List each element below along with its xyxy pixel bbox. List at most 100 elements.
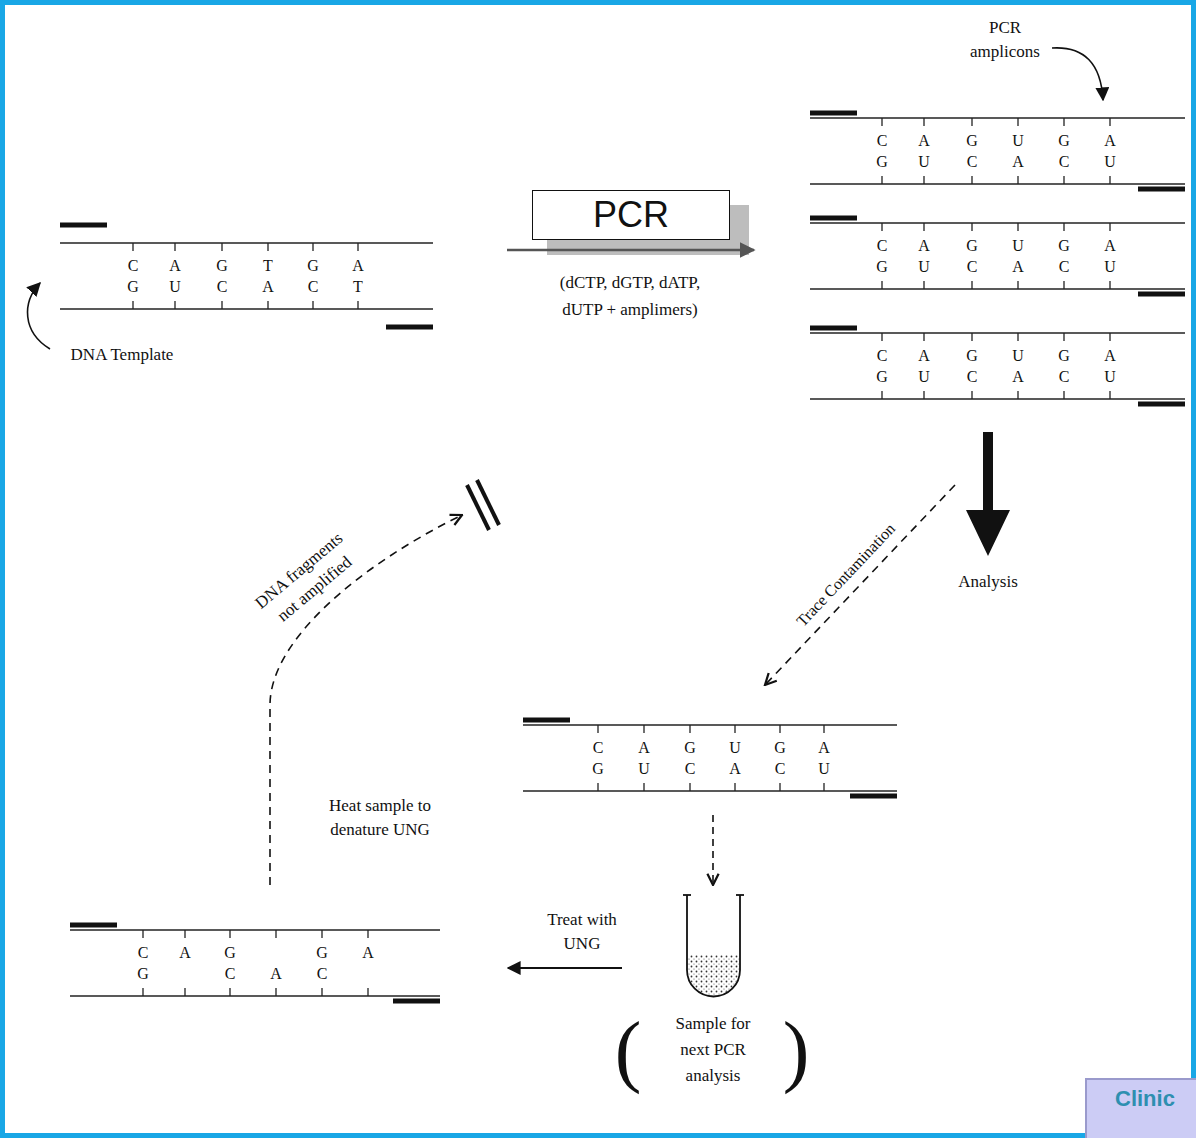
block-bar <box>477 480 499 525</box>
base-tick <box>312 301 313 309</box>
dna-strand <box>810 332 1185 334</box>
base-letter: G <box>774 736 786 760</box>
base-tick <box>221 243 222 251</box>
base-tick <box>1063 281 1064 289</box>
base-tick <box>1017 333 1018 341</box>
base-letter: G <box>1058 344 1070 368</box>
base-tick <box>923 176 924 184</box>
primer-bar <box>1138 402 1185 407</box>
base-letter: U <box>918 150 930 174</box>
base-tick <box>132 301 133 309</box>
dna-duplex <box>523 718 897 799</box>
base-tick <box>1109 333 1110 341</box>
base-letter: C <box>775 757 786 781</box>
base-letter: A <box>918 344 930 368</box>
base-letter: C <box>308 275 319 299</box>
dna-duplex <box>60 223 433 330</box>
base-letter: A <box>918 129 930 153</box>
base-tick <box>357 301 358 309</box>
dna-duplex <box>70 923 440 1004</box>
base-letter: C <box>967 365 978 389</box>
base-letter: C <box>967 255 978 279</box>
process-arrow <box>507 249 754 252</box>
primer-bar <box>60 223 107 228</box>
base-tick <box>689 725 690 733</box>
analysis-arrow <box>966 432 1010 556</box>
step-label: Heat sample to denature UNG <box>310 794 450 842</box>
result-label: DNA fragments not amplified <box>246 523 369 637</box>
tube-rim <box>683 894 691 896</box>
primer-bar <box>70 923 117 928</box>
base-letter: A <box>262 275 274 299</box>
base-letter: U <box>638 757 650 781</box>
primer-bar <box>1138 292 1185 297</box>
base-tick <box>643 725 644 733</box>
base-tick <box>1017 118 1018 126</box>
base-tick <box>1017 223 1018 231</box>
base-tick <box>229 930 230 938</box>
base-letter: C <box>225 962 236 986</box>
primer-bar <box>810 216 857 221</box>
primer-bar <box>850 794 897 799</box>
base-letter: G <box>127 275 139 299</box>
dna-strand <box>70 929 440 931</box>
primer-bar <box>523 718 570 723</box>
base-tick <box>779 725 780 733</box>
base-tick <box>132 243 133 251</box>
base-tick <box>321 930 322 938</box>
base-tick <box>923 223 924 231</box>
base-letter: G <box>876 255 888 279</box>
dna-strand <box>810 117 1185 119</box>
base-letter: C <box>877 129 888 153</box>
base-letter: G <box>966 344 978 368</box>
base-letter: A <box>179 941 191 965</box>
base-letter: C <box>593 736 604 760</box>
base-letter: A <box>1104 234 1116 258</box>
primer-bar <box>393 999 440 1004</box>
base-letter: C <box>967 150 978 174</box>
base-tick <box>367 930 368 938</box>
caption-label: DNA Template <box>71 343 174 367</box>
primer-bar <box>386 325 433 330</box>
base-tick <box>184 930 185 938</box>
base-tick <box>174 243 175 251</box>
base-tick <box>881 176 882 184</box>
base-letter: C <box>128 254 139 278</box>
base-tick <box>267 243 268 251</box>
dna-strand <box>60 308 433 310</box>
dashed-arrow <box>270 515 462 885</box>
base-tick <box>881 333 882 341</box>
base-letter: G <box>966 234 978 258</box>
base-tick <box>923 391 924 399</box>
base-tick <box>267 301 268 309</box>
step-label: Analysis <box>958 570 1018 594</box>
dashed-arrow <box>712 815 714 885</box>
base-letter: C <box>1059 255 1070 279</box>
base-letter: C <box>138 941 149 965</box>
base-tick <box>971 281 972 289</box>
base-tick <box>689 783 690 791</box>
dna-strand <box>810 398 1185 400</box>
pointer-arrow <box>28 283 50 349</box>
base-letter: U <box>918 365 930 389</box>
base-letter: A <box>362 941 374 965</box>
base-letter: A <box>638 736 650 760</box>
process-box: PCR <box>532 190 730 240</box>
base-letter: A <box>1104 129 1116 153</box>
base-letter: A <box>1104 344 1116 368</box>
base-tick <box>923 281 924 289</box>
base-tick <box>174 301 175 309</box>
base-tick <box>275 988 276 996</box>
base-letter: G <box>592 757 604 781</box>
base-tick <box>1109 281 1110 289</box>
box-shadow <box>547 205 749 255</box>
base-tick <box>229 988 230 996</box>
base-tick <box>1109 176 1110 184</box>
step-label: Trace Contamination <box>791 518 901 632</box>
base-letter: G <box>966 129 978 153</box>
base-letter: G <box>307 254 319 278</box>
process-arrow <box>508 967 622 969</box>
base-tick <box>367 988 368 996</box>
